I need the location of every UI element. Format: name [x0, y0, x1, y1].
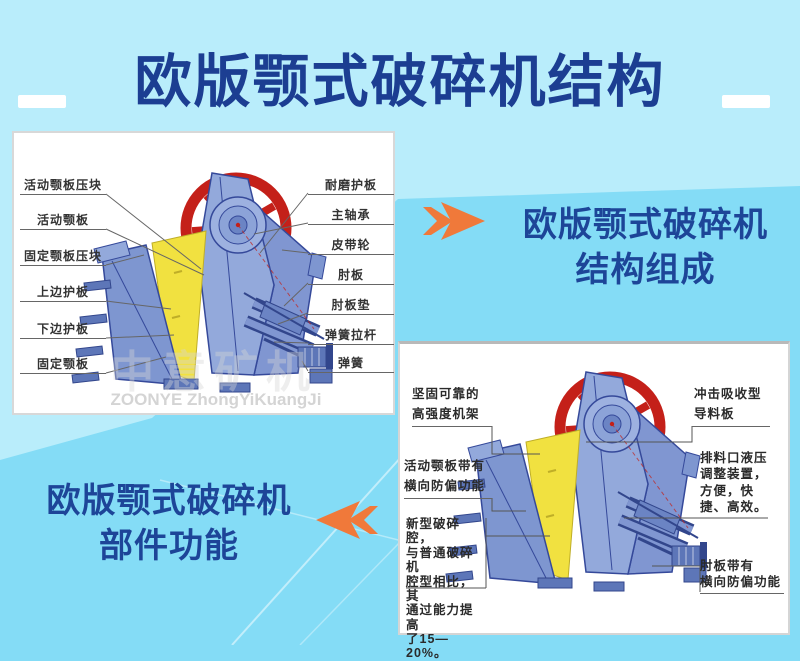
part-label-fixed-jaw-clamp: 固定颚板压块 — [20, 249, 106, 266]
page-title: 欧版颚式破碎机结构 — [134, 50, 666, 114]
feature-label-guide-plate: 冲击吸收型 导料板 — [692, 384, 770, 427]
structure-diagram-panel: 中意矿机 ZOONYE ZhongYiKuangJi 活动颚板压块 活动颚板 固… — [12, 131, 395, 415]
title-dash-right — [722, 95, 770, 108]
part-label-fixed-jaw: 固定颚板 — [20, 357, 106, 374]
feature-label-frame: 坚固可靠的 高强度机架 — [412, 384, 492, 427]
part-label-upper-guard: 上边护板 — [20, 285, 106, 302]
part-label-main-bearing: 主轴承 — [308, 208, 394, 225]
part-label-spring-rod: 弹簧拉杆 — [308, 328, 394, 345]
part-label-toggle-seat: 肘板垫 — [308, 298, 394, 315]
part-label-toggle-plate: 肘板 — [308, 268, 394, 285]
caption-function-line1: 欧版颚式破碎机 — [46, 482, 292, 520]
part-label-pulley: 皮带轮 — [308, 238, 394, 255]
feature-label-movable-jaw-antideflection: 活动颚板带有 横向防偏功能 — [404, 456, 492, 499]
watermark-latin: ZOONYE ZhongYiKuangJi — [111, 390, 322, 409]
feature-label-crushing-chamber: 新型破碎腔， 与普通破碎机 腔型相比，其 通过能力提高 了15—20%。 — [406, 517, 474, 661]
arrow-right-icon — [423, 202, 485, 240]
arrow-left-icon — [316, 501, 378, 539]
title-dash-left — [18, 95, 66, 108]
caption-structure-line1: 欧版颚式破碎机 — [523, 206, 768, 244]
feature-label-hydraulic-adjuster: 排料口液压 调整装置， 方便，快 捷、高效。 — [700, 451, 768, 514]
part-label-movable-jaw-clamp: 活动颚板压块 — [20, 178, 106, 195]
part-label-spring: 弹簧 — [308, 356, 394, 373]
caption-function-line2: 部件功能 — [99, 526, 239, 565]
part-label-movable-jaw: 活动颚板 — [20, 213, 106, 230]
caption-structure-line2: 结构组成 — [575, 250, 716, 289]
caption-structure: 欧版颚式破碎机 结构组成 — [498, 203, 793, 293]
function-diagram-panel: 坚固可靠的 高强度机架 活动颚板带有 横向防偏功能 新型破碎腔， 与普通破碎机 … — [398, 341, 790, 660]
part-label-lower-guard: 下边护板 — [20, 322, 106, 339]
jaw-crusher-structure-drawing: 中意矿机 ZOONYE ZhongYiKuangJi — [14, 133, 393, 409]
watermark-chinese: 中意矿机 — [110, 348, 318, 397]
feature-label-toggle-antideflection: 肘板带有 横向防偏功能 — [700, 558, 784, 594]
part-label-wear-guard: 耐磨护板 — [308, 178, 394, 195]
caption-function: 欧版颚式破碎机 部件功能 — [20, 479, 318, 569]
jaw-crusher-function-drawing — [406, 344, 768, 633]
